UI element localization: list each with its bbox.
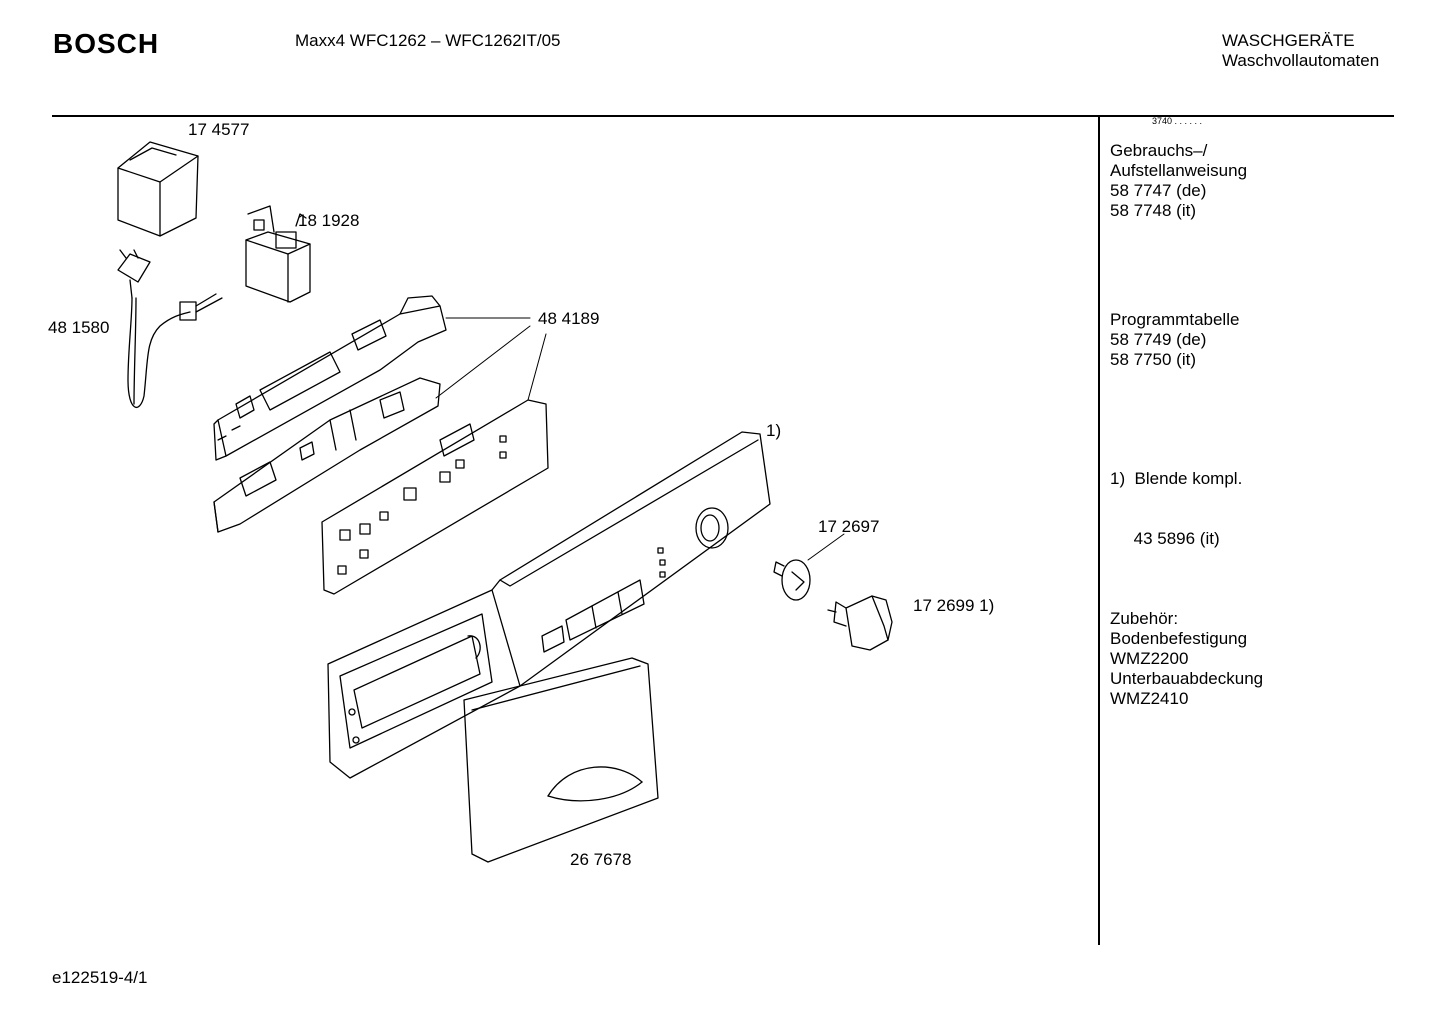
accessories-info: Zubehör: Bodenbefestigung WMZ2200 Unterb…: [1110, 609, 1263, 709]
manual-line: Gebrauchs–/: [1110, 141, 1208, 160]
manual-line: 58 7747 (de): [1110, 181, 1207, 200]
label-power-cord: 48 1580: [48, 318, 110, 337]
label-cover-box: 17 4577: [188, 120, 250, 139]
header-rule: [52, 115, 1394, 117]
accessory-line: Zubehör:: [1110, 609, 1179, 628]
part-control-module: [213, 295, 549, 595]
panel-note: 1) Blende kompl. 43 5896 (it): [1110, 429, 1242, 569]
accessory-line: Unterbauabdeckung: [1110, 669, 1264, 688]
accessory-line: WMZ2410: [1110, 689, 1189, 708]
manual-info: Gebrauchs–/ Aufstellanweisung 58 7747 (d…: [1110, 141, 1247, 221]
category-heading: WASCHGERÄTE Waschvollautomaten: [1222, 31, 1379, 71]
exploded-parts-diagram: [117, 141, 893, 863]
clipped-text: 3740 . . . . . .: [1152, 116, 1203, 126]
leader-knob-adapter: [807, 533, 845, 561]
part-drawer-handle: [463, 657, 659, 863]
label-control-panel-ref: 1): [766, 421, 782, 440]
sidebar-divider: [1098, 117, 1100, 945]
part-program-knob: [827, 595, 893, 651]
label-program-knob: 17 2699 1): [913, 596, 995, 615]
category-line-2: Waschvollautomaten: [1222, 51, 1380, 70]
document-code: e122519-4/1: [52, 968, 148, 987]
label-filter: 18 1928: [298, 211, 360, 230]
part-filter: [245, 205, 311, 303]
label-control-module: 48 4189: [538, 309, 600, 328]
part-control-panel: [327, 431, 771, 779]
manual-line: Aufstellanweisung: [1110, 161, 1248, 180]
program-line: 58 7749 (de): [1110, 330, 1207, 349]
manual-line: 58 7748 (it): [1110, 201, 1196, 220]
accessory-line: WMZ2200: [1110, 649, 1189, 668]
program-line: Programmtabelle: [1110, 310, 1240, 329]
accessory-line: Bodenbefestigung: [1110, 629, 1248, 648]
category-line-1: WASCHGERÄTE: [1222, 31, 1355, 50]
note-line: 43 5896 (it): [1110, 529, 1220, 548]
label-knob-adapter: 17 2697: [818, 517, 880, 536]
part-power-cord: [117, 249, 223, 408]
brand-logo: BOSCH: [53, 28, 160, 59]
note-line: 1) Blende kompl.: [1110, 469, 1243, 488]
part-knob-adapter: [773, 559, 811, 601]
program-line: 58 7750 (it): [1110, 350, 1196, 369]
part-cover-box: [117, 141, 199, 237]
leaders-control-module: [435, 317, 547, 401]
program-table-info: Programmtabelle 58 7749 (de) 58 7750 (it…: [1110, 310, 1239, 370]
label-drawer-handle: 26 7678: [570, 850, 632, 869]
model-title: Maxx4 WFC1262 – WFC1262IT/05: [295, 31, 561, 50]
